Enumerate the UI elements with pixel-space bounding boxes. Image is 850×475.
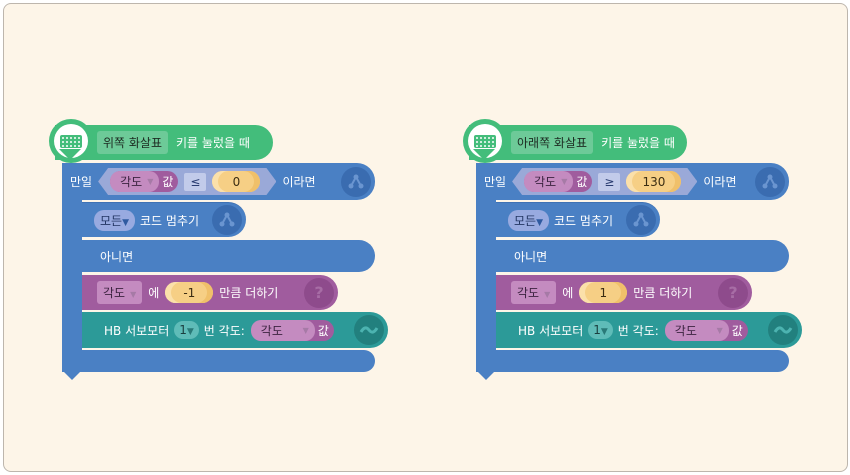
- operator-dropdown[interactable]: ≥: [598, 173, 620, 191]
- stop-label: 코드 멈추기: [140, 213, 200, 228]
- chevron-down-icon: ▼: [544, 290, 551, 299]
- variable-value-reporter[interactable]: 각도 ▼ 값: [524, 171, 592, 192]
- stop-code-block[interactable]: 모든▼ 코드 멈추기: [82, 202, 246, 237]
- then-label: 이라면: [282, 175, 316, 189]
- key-press-event-block[interactable]: 위쪽 화살표 키를 눌렀을 때: [49, 119, 273, 163]
- comparison-condition[interactable]: 각도 ▼ 값 ≥ 130: [512, 168, 697, 195]
- servo-port-dropdown[interactable]: 1▼: [588, 321, 613, 339]
- keyboard-icon: [463, 119, 507, 163]
- value-label: 값: [317, 323, 329, 338]
- variable-dropdown[interactable]: 각도 ▼: [250, 319, 315, 341]
- variable-dropdown[interactable]: 각도 ▼: [97, 281, 143, 304]
- change-label: 만큼 더하기: [633, 286, 693, 300]
- keyboard-icon: [49, 119, 93, 163]
- script-program: 위쪽 화살표 키를 눌렀을 때 만일 각도▼ 값 ≤ 0 이라면 모든▼ 코드 …: [0, 0, 400, 400]
- if-else-block[interactable]: 만일 각도 ▼ 값 ≥ 130 이라면: [476, 163, 789, 200]
- servo-port-dropdown[interactable]: 1▼: [174, 321, 199, 339]
- flow-icon: [755, 166, 785, 197]
- variable-name: 각도: [120, 175, 143, 189]
- if-label: 만일: [484, 175, 507, 189]
- variable-dropdown[interactable]: 각도 ▼: [110, 171, 159, 192]
- if-else-block[interactable]: 만일 각도 ▼ 값 ≤ 0 이라면: [62, 163, 375, 200]
- else-label: 아니면: [100, 249, 134, 264]
- stop-code-block[interactable]: 모든▼ 코드 멈추기: [496, 202, 660, 237]
- variable-name: 각도: [517, 286, 540, 300]
- if-else-spine: [476, 163, 496, 372]
- chevron-down-icon: ▼: [716, 325, 723, 335]
- operator-dropdown[interactable]: ≤: [184, 173, 206, 191]
- value-label: 값: [576, 175, 588, 189]
- flow-icon: [341, 166, 371, 197]
- chevron-down-icon: ▼: [600, 327, 608, 337]
- flow-icon: [626, 205, 656, 235]
- else-section: 아니면: [82, 240, 375, 272]
- variable-name: 각도: [260, 323, 283, 338]
- servo-mid-label: 번 각도:: [203, 323, 245, 338]
- else-section: 아니면: [496, 240, 789, 272]
- block-connector: [476, 370, 496, 380]
- chevron-down-icon: ▼: [130, 290, 137, 299]
- workspace-canvas[interactable]: [3, 3, 848, 472]
- variable-dropdown[interactable]: 각도 ▼: [664, 319, 729, 341]
- variable-name: 각도: [534, 175, 557, 189]
- compare-value-input[interactable]: 0: [212, 171, 260, 192]
- variable-value-reporter[interactable]: 각도 ▼ 값: [250, 319, 334, 341]
- stop-option-dropdown[interactable]: 모든▼: [508, 209, 550, 231]
- servo-angle-block[interactable]: HB 서보모터 1▼ 번 각도: 각도▼ 값: [496, 312, 802, 348]
- servo-prefix: HB 서보모터: [518, 323, 584, 338]
- chevron-down-icon: ▼: [186, 327, 194, 337]
- change-in-label: 에: [148, 286, 160, 300]
- key-press-event-block[interactable]: 아래쪽 화살표 키를 눌렀을 때: [463, 119, 687, 163]
- hardware-icon: [768, 315, 798, 345]
- comparison-condition[interactable]: 각도 ▼ 값 ≤ 0: [98, 168, 276, 195]
- key-dropdown[interactable]: 아래쪽 화살표: [511, 131, 594, 154]
- key-dropdown[interactable]: 위쪽 화살표: [97, 131, 169, 154]
- variable-name: 각도: [103, 286, 126, 300]
- stop-option: 모든: [100, 213, 123, 228]
- value-label: 값: [731, 323, 743, 338]
- hardware-icon: [354, 315, 384, 345]
- stop-label: 코드 멈추기: [554, 213, 614, 228]
- else-label: 아니면: [514, 249, 548, 264]
- stop-option-dropdown[interactable]: 모든▼: [94, 209, 136, 231]
- question-icon: ?: [304, 277, 334, 308]
- servo-angle-block[interactable]: HB 서보모터 1▼ 번 각도: 각도▼ 값: [82, 312, 388, 348]
- value-label: 값: [162, 175, 174, 189]
- variable-dropdown[interactable]: 각도 ▼: [511, 281, 557, 304]
- variable-dropdown[interactable]: 각도 ▼: [524, 171, 573, 192]
- chevron-down-icon: ▼: [561, 177, 568, 186]
- question-icon: ?: [718, 277, 748, 308]
- chevron-down-icon: ▼: [147, 177, 154, 186]
- chevron-down-icon: ▼: [302, 325, 309, 335]
- variable-value-reporter[interactable]: 각도 ▼ 값: [110, 171, 178, 192]
- then-label: 이라면: [703, 175, 737, 189]
- change-variable-block[interactable]: 각도 ▼ 에 -1 만큼 더하기 ?: [82, 275, 338, 310]
- event-label: 키를 눌렀을 때: [176, 136, 250, 150]
- script-program: 아래쪽 화살표 키를 눌렀을 때 만일 각도 ▼ 값 ≥ 130 이라면 모든▼ …: [414, 0, 814, 400]
- change-amount-input[interactable]: 1: [579, 282, 628, 303]
- if-else-end: [476, 350, 789, 372]
- servo-mid-label: 번 각도:: [617, 323, 659, 338]
- change-label: 만큼 더하기: [219, 286, 279, 300]
- block-connector: [62, 370, 82, 380]
- stop-option: 모든: [514, 213, 537, 228]
- change-variable-block[interactable]: 각도 ▼ 에 1 만큼 더하기 ?: [496, 275, 752, 310]
- compare-value-input[interactable]: 130: [626, 171, 681, 192]
- chevron-down-icon: ▼: [536, 217, 544, 228]
- servo-port: 1: [179, 323, 187, 337]
- flow-icon: [212, 205, 242, 235]
- servo-prefix: HB 서보모터: [104, 323, 170, 338]
- change-in-label: 에: [562, 286, 574, 300]
- change-amount-input[interactable]: -1: [165, 282, 214, 303]
- variable-value-reporter[interactable]: 각도 ▼ 값: [664, 319, 748, 341]
- if-label: 만일: [70, 175, 93, 189]
- if-else-spine: [62, 163, 82, 372]
- chevron-down-icon: ▼: [122, 217, 130, 228]
- event-label: 키를 눌렀을 때: [601, 136, 675, 150]
- if-else-end: [62, 350, 375, 372]
- servo-port: 1: [593, 323, 601, 337]
- variable-name: 각도: [674, 323, 697, 338]
